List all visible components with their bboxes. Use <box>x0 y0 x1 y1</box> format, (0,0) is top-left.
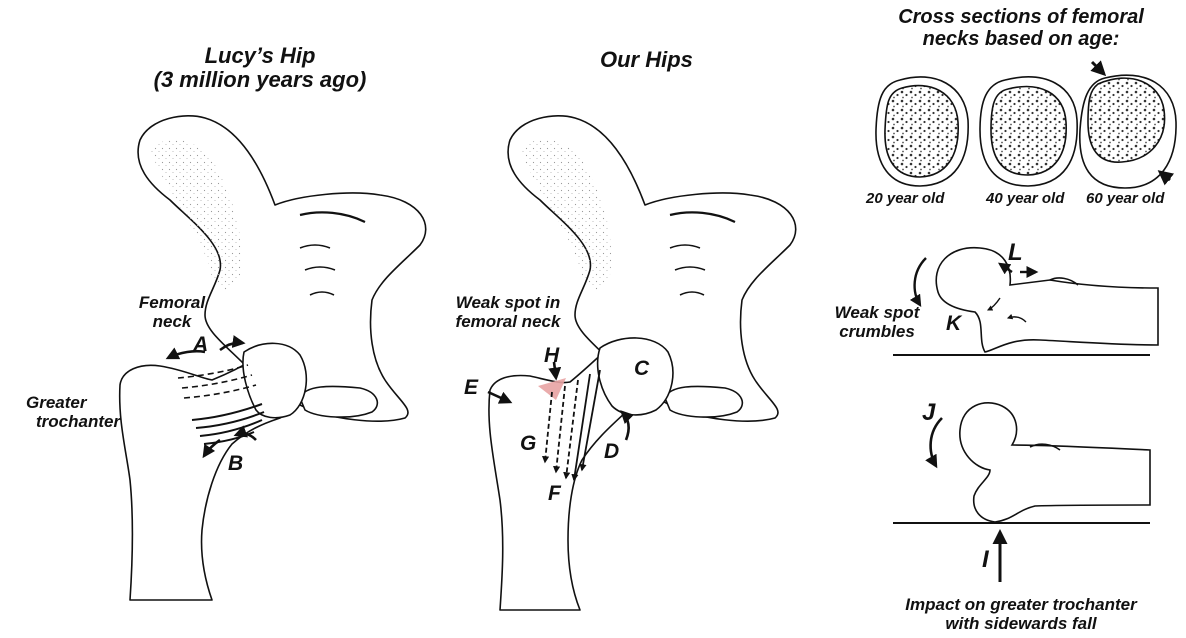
weak-spot-line2: femoral neck <box>438 313 578 332</box>
cross-sections <box>876 75 1176 188</box>
crumble-femur <box>936 248 1158 352</box>
arrow-d <box>622 412 629 440</box>
label-b: B <box>228 452 243 475</box>
lucy-obturator-foramen <box>300 386 377 417</box>
age-label-20: 20 year old <box>866 191 944 208</box>
femoral-neck-line1: Femoral <box>122 294 222 313</box>
fall-femur <box>960 403 1150 522</box>
lucy-title-line1: Lucy’s Hip <box>140 44 380 68</box>
label-g: G <box>520 432 536 455</box>
crumble-caption-line2: crumbles <box>822 323 932 342</box>
weak-spot-line1: Weak spot in <box>438 294 578 313</box>
weak-spot-label: Weak spot in femoral neck <box>438 294 578 331</box>
label-i: I <box>982 547 989 573</box>
lucy-hip-drawing <box>120 116 426 600</box>
fall-caption-line2: with sidewards fall <box>860 615 1182 634</box>
label-c: C <box>634 357 649 380</box>
label-d: D <box>604 440 619 463</box>
greater-trochanter-line1: Greater <box>6 394 120 413</box>
lucy-title: Lucy’s Hip (3 million years ago) <box>140 44 380 92</box>
cross-section-40-inner <box>991 87 1066 175</box>
label-h: H <box>544 344 559 367</box>
femoral-neck-label: Femoral neck <box>122 294 222 331</box>
our-obturator-foramen <box>665 386 742 417</box>
femoral-neck-line2: neck <box>122 313 222 332</box>
lucy-title-line2: (3 million years ago) <box>140 68 380 92</box>
crumble-caption-line1: Weak spot <box>822 304 932 323</box>
label-l: L <box>1008 240 1023 266</box>
crumble-caption: Weak spot crumbles <box>822 304 932 341</box>
our-hips-title: Our Hips <box>600 48 693 72</box>
label-j: J <box>922 400 935 426</box>
cross-sections-title: Cross sections of femoral necks based on… <box>862 6 1180 50</box>
age-label-40: 40 year old <box>986 191 1064 208</box>
cross-section-20-inner <box>885 86 958 177</box>
cross-section-60-inner <box>1088 78 1165 162</box>
label-f: F <box>548 482 561 505</box>
cross-sections-title-line1: Cross sections of femoral <box>862 6 1180 28</box>
age-label-60: 60 year old <box>1086 191 1164 208</box>
label-k: K <box>946 312 961 335</box>
label-a: A <box>193 333 208 356</box>
greater-trochanter-line2: trochanter <box>6 413 120 432</box>
cross-sections-title-line2: necks based on age: <box>862 28 1180 50</box>
label-e: E <box>464 376 478 399</box>
fall-caption-line1: Impact on greater trochanter <box>860 596 1182 615</box>
fall-caption: Impact on greater trochanter with sidewa… <box>860 596 1182 633</box>
greater-trochanter-label: Greater trochanter <box>6 394 120 431</box>
